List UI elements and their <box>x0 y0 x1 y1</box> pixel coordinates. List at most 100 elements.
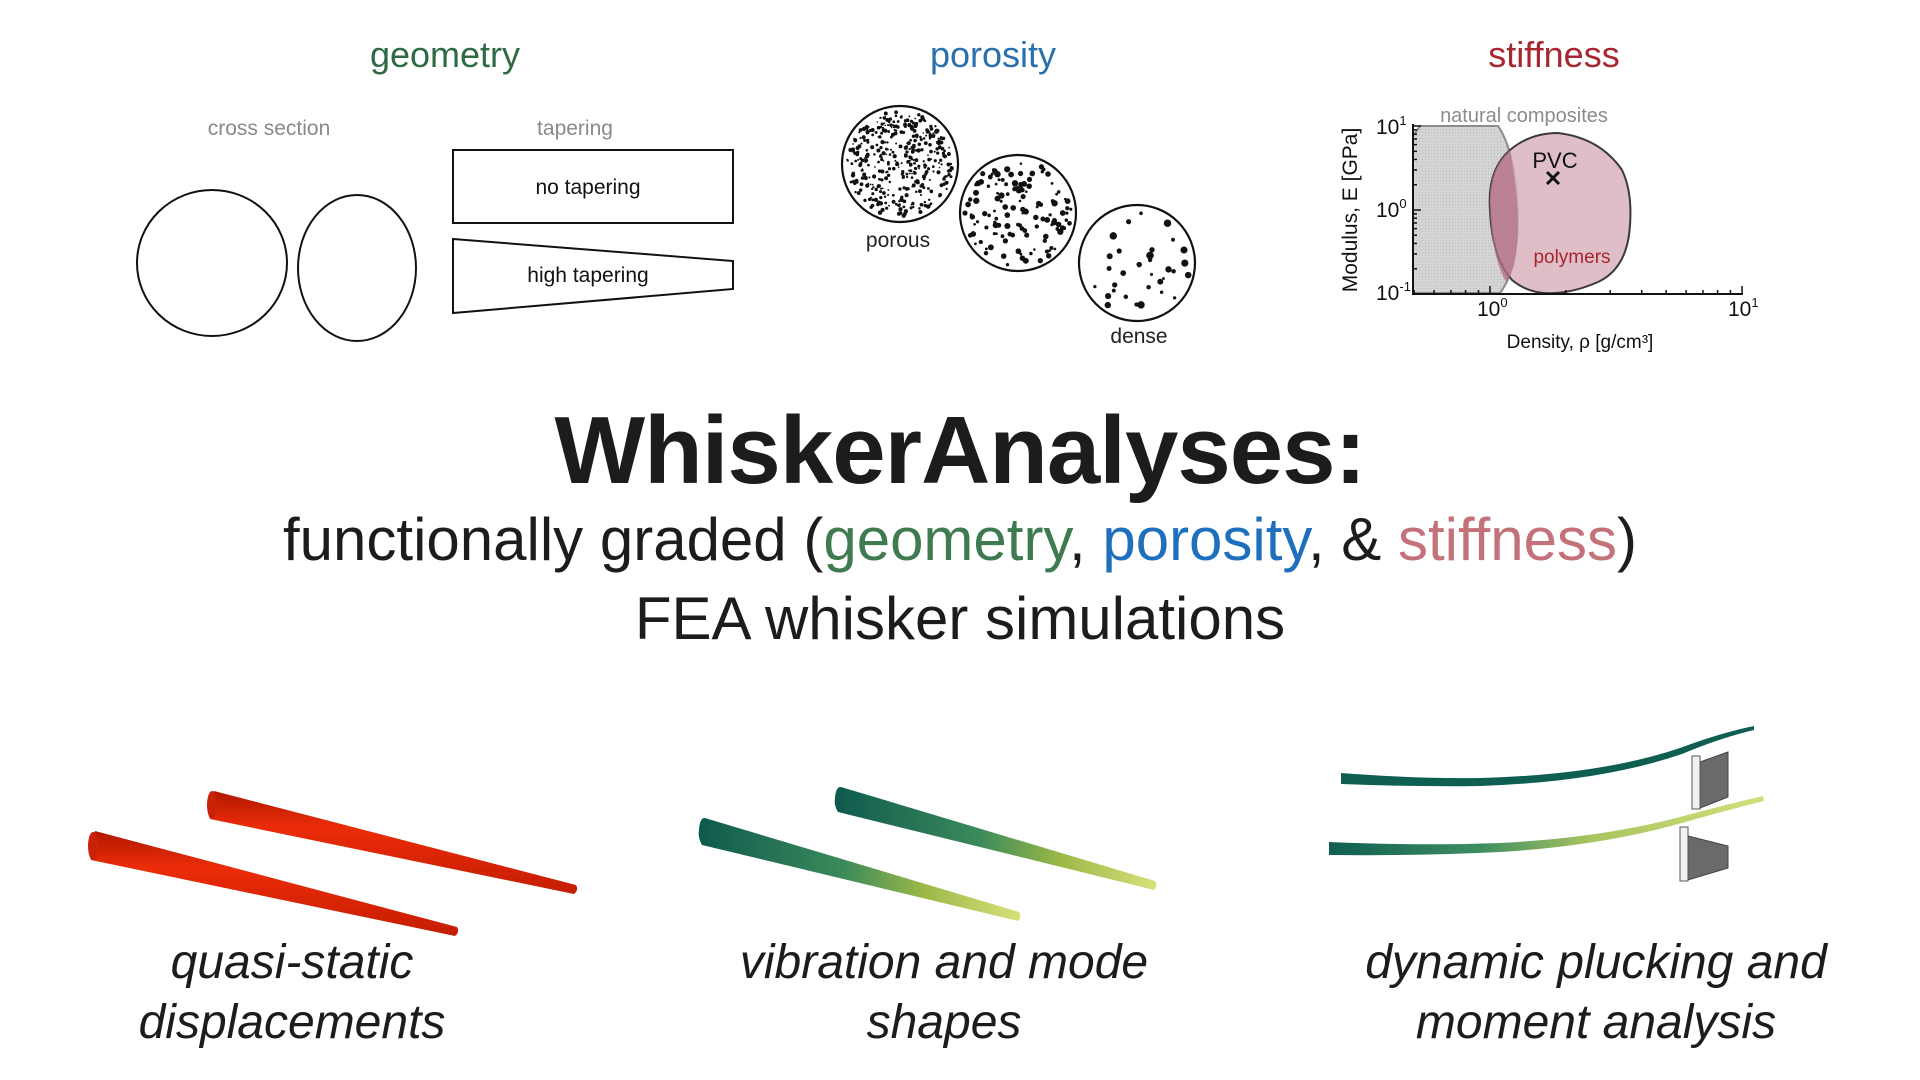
pore-dot <box>987 213 991 218</box>
pore-dot <box>919 135 922 139</box>
pore-dot <box>886 173 891 177</box>
pore-dot <box>927 167 931 171</box>
pore-dot <box>900 162 903 165</box>
pore-dot <box>1162 277 1165 280</box>
pore-dot <box>876 121 879 123</box>
pore-dot <box>854 159 858 163</box>
pore-dot <box>1056 190 1061 194</box>
pore-dot <box>907 122 912 128</box>
pore-dot <box>888 180 892 184</box>
pore-dot <box>1065 206 1070 211</box>
pore-dot <box>910 176 914 179</box>
pore-dot <box>929 202 933 206</box>
pore-dot <box>939 136 944 141</box>
pore-dot <box>1059 210 1066 216</box>
pore-dot <box>1064 218 1069 222</box>
pore-dot <box>884 124 887 127</box>
pore-dot <box>853 152 856 155</box>
pore-dot <box>896 211 902 216</box>
pore-dot <box>1109 232 1118 240</box>
pore-dot <box>1017 223 1022 228</box>
pore-dot <box>880 122 884 126</box>
pore-dot <box>992 168 996 172</box>
pore-dot <box>1005 263 1010 267</box>
pore-dot <box>922 160 925 163</box>
pore-dot <box>1026 176 1033 182</box>
pore-dot <box>861 159 865 162</box>
pore-dot <box>937 139 942 144</box>
pore-dot <box>878 177 881 181</box>
pore-dot <box>1111 288 1116 293</box>
pore-dot <box>887 189 890 191</box>
pore-dot <box>1050 182 1054 185</box>
subtitle-porosity: porosity <box>1102 506 1308 573</box>
pore-dot <box>980 171 986 177</box>
pore-dot <box>908 147 911 151</box>
pore-dot <box>946 152 951 156</box>
pore-dot <box>929 149 933 154</box>
pore-dot <box>922 132 925 134</box>
pore-dot <box>928 130 931 133</box>
pore-dot <box>893 128 896 132</box>
whisker-vibration-lower <box>698 818 1021 921</box>
pore-dot <box>855 152 858 155</box>
pore-dot <box>1146 284 1151 290</box>
pvc-marker <box>1545 170 1561 186</box>
pore-dot <box>948 146 950 149</box>
pore-dot <box>858 131 861 134</box>
pore-dot <box>871 133 875 137</box>
pore-dot <box>895 129 898 132</box>
pore-dot <box>1010 205 1017 211</box>
pore-dot <box>919 202 924 207</box>
pore-dot <box>1065 211 1069 215</box>
pore-dot <box>881 126 885 130</box>
pore-dot <box>854 190 857 194</box>
whisker-red-lower <box>88 831 459 936</box>
pore-dot <box>853 137 856 141</box>
pore-dot <box>894 114 898 118</box>
pore-dot <box>886 141 889 144</box>
pore-dot <box>887 148 889 151</box>
pore-dot <box>877 160 880 164</box>
pore-dot <box>909 119 914 124</box>
pore-dot <box>901 115 903 117</box>
pore-dot <box>906 141 911 146</box>
pore-dot <box>993 209 996 213</box>
pore-dot <box>870 128 875 132</box>
pore-dot <box>937 137 940 140</box>
pore-dot <box>934 125 937 128</box>
pore-dot <box>934 134 936 136</box>
pore-dot <box>947 173 951 177</box>
pore-dot <box>946 162 951 167</box>
pore-dot <box>898 207 903 212</box>
pore-dot <box>892 124 897 129</box>
pore-dot <box>1035 200 1042 207</box>
pore-dot <box>984 247 988 251</box>
pore-dot <box>889 123 893 127</box>
caption-line1: quasi-static <box>170 936 414 989</box>
pore-dot <box>903 153 908 158</box>
y-tick-label-10-0: 100 <box>1376 196 1407 222</box>
pore-dot <box>1044 217 1051 223</box>
pore-dot <box>965 201 971 208</box>
pore-dot <box>867 163 870 167</box>
overlap-region <box>1489 150 1518 282</box>
pore-dot <box>1059 225 1066 231</box>
pore-dot <box>932 170 935 173</box>
pore-dot <box>1184 271 1192 279</box>
pore-dot <box>974 242 977 246</box>
pore-dot <box>880 157 884 162</box>
pore-dot <box>913 138 917 143</box>
pore-dot <box>905 150 909 154</box>
pore-dot <box>987 174 993 180</box>
pore-dot <box>859 182 864 187</box>
natural-composites-label: natural composites <box>1440 105 1608 127</box>
pore-dot <box>1025 190 1028 193</box>
pore-dot <box>983 251 989 256</box>
pore-dot <box>900 195 904 199</box>
ashby-chart: 101 100 10-1 100 101 Density, ρ [g/cm³] … <box>1339 105 1759 353</box>
geometry-title: geometry <box>369 34 521 75</box>
pore-dot <box>937 145 942 150</box>
pore-dot <box>997 178 1001 182</box>
pore-dot <box>995 232 998 236</box>
